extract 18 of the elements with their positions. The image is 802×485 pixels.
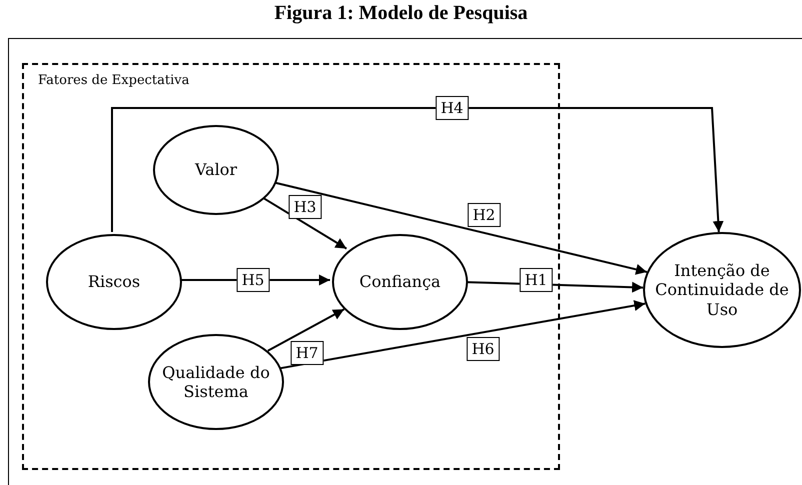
arrow [280, 300, 646, 370]
edge-label: H5 [236, 268, 270, 292]
construct-ellipse: Intenção de Continuidade de Uso [643, 232, 801, 348]
edge-label: H6 [466, 337, 500, 361]
figure-title: Figura 1: Modelo de Pesquisa [273, 2, 529, 25]
arrow [267, 308, 345, 352]
arrow [111, 107, 724, 232]
edge-label: H2 [468, 203, 500, 227]
edge-label: H3 [288, 195, 322, 219]
group-label: Fatores de Expectativa [38, 73, 190, 88]
edge-label: H7 [290, 341, 324, 365]
edge-label: H1 [520, 268, 552, 292]
edge-label: H4 [436, 96, 468, 120]
arrow [261, 196, 348, 250]
construct-ellipse: Qualidade do Sistema [148, 334, 284, 430]
construct-ellipse: Valor [153, 125, 279, 215]
construct-ellipse: Riscos [46, 234, 182, 330]
construct-ellipse: Confiança [332, 234, 468, 330]
